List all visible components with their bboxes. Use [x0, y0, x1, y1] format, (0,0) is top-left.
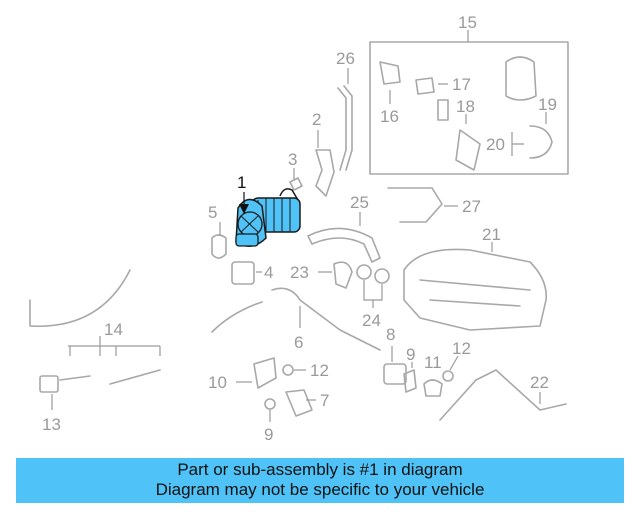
callout-7: 7	[320, 391, 329, 410]
callout-2: 2	[312, 110, 321, 129]
banner-line-2: Diagram may not be specific to your vehi…	[155, 480, 485, 499]
callout-9-right: 9	[406, 345, 415, 364]
banner-line-1: Part or sub-assembly is #1 in diagram	[177, 460, 463, 479]
callout-17: 17	[452, 75, 471, 94]
callout-21: 21	[482, 225, 501, 244]
callout-14: 14	[104, 320, 123, 339]
parts-diagram: 1 2 3 4 5 6 7 8 9 9 10 11 12 12 13 14 15…	[29, 13, 569, 444]
callout-1: 1	[237, 173, 246, 192]
callout-25: 25	[350, 193, 369, 212]
callout-15: 15	[458, 13, 477, 32]
callout-4: 4	[264, 263, 273, 282]
callout-11: 11	[424, 353, 442, 372]
callout-27: 27	[462, 197, 481, 216]
air-pump-part[interactable]	[235, 188, 301, 247]
callout-12-right: 12	[452, 339, 471, 358]
callout-9-lower: 9	[264, 425, 273, 444]
callout-20: 20	[486, 135, 505, 154]
callout-19: 19	[538, 95, 557, 114]
callout-12-left: 12	[310, 361, 329, 380]
callout-8: 8	[386, 325, 395, 344]
callout-18: 18	[456, 97, 475, 116]
callout-6: 6	[294, 333, 303, 352]
info-banner: Part or sub-assembly is #1 in diagram Di…	[16, 458, 624, 503]
callout-22: 22	[530, 373, 549, 392]
callout-16: 16	[380, 107, 399, 126]
callout-10: 10	[208, 373, 227, 392]
callout-13: 13	[42, 415, 61, 434]
inset-box	[369, 41, 569, 175]
callout-3: 3	[288, 150, 297, 169]
callout-26: 26	[336, 49, 355, 68]
callout-23: 23	[290, 263, 309, 282]
callout-24: 24	[362, 311, 381, 330]
callout-5: 5	[208, 203, 217, 222]
